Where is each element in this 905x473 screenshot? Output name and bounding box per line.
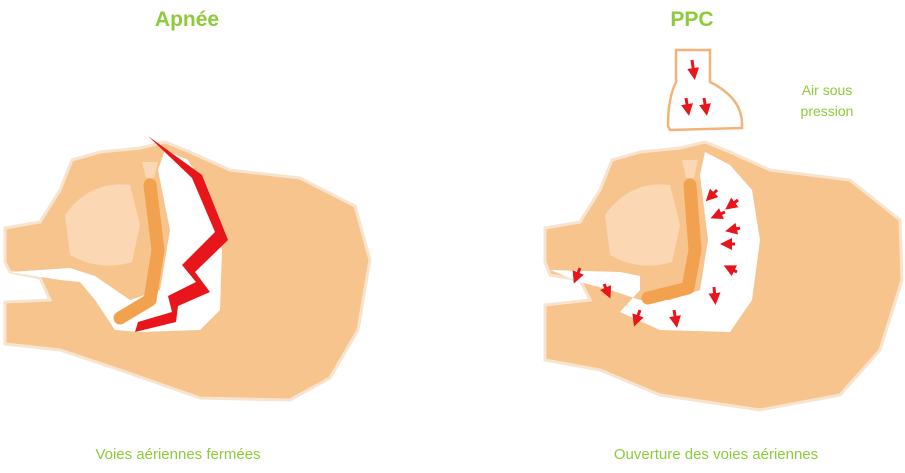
arrow-icon bbox=[692, 60, 694, 74]
arrow-icon bbox=[704, 98, 706, 110]
ppc-head-illustration bbox=[545, 50, 902, 410]
apnea-caption: Voies aériennes fermées bbox=[0, 446, 358, 463]
ppc-caption: Ouverture des voies aériennes bbox=[536, 446, 896, 463]
arrow-icon bbox=[674, 310, 676, 322]
arrow-icon bbox=[714, 287, 715, 299]
apnea-head-illustration bbox=[5, 136, 370, 400]
arrow-icon bbox=[731, 228, 740, 230]
cpap-mask-icon bbox=[668, 50, 742, 130]
arrow-icon bbox=[686, 98, 688, 110]
